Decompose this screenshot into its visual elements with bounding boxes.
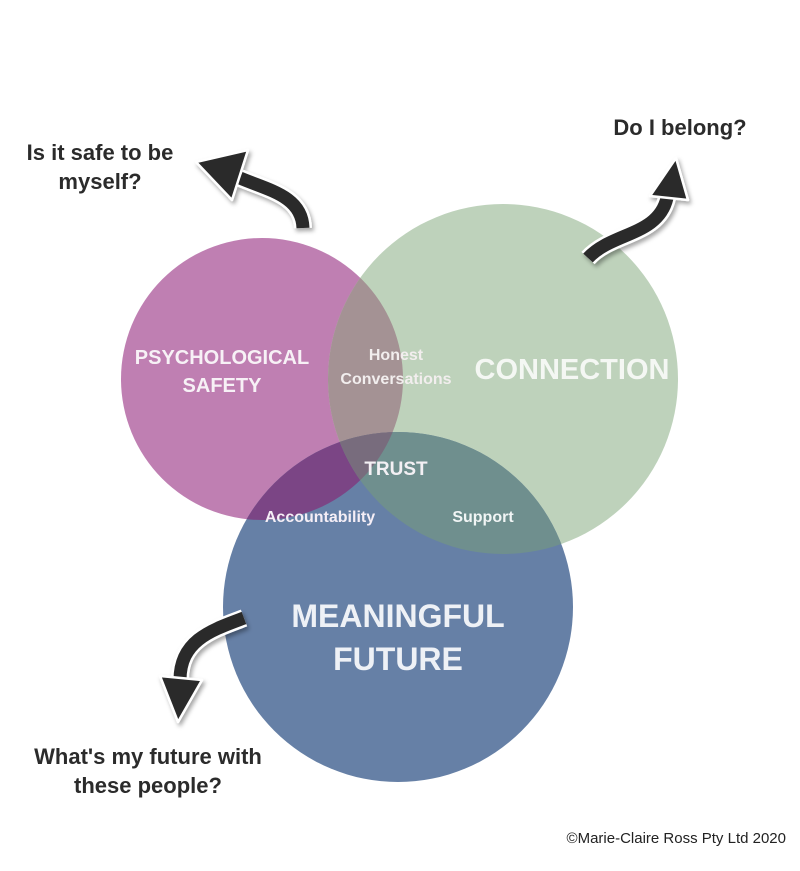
belong-question-line1: Do I belong? xyxy=(613,115,747,140)
trust-label: TRUST xyxy=(364,459,428,480)
future-question-line1: What's my future with xyxy=(34,744,262,769)
accountability-label: Accountability xyxy=(265,509,375,526)
future-question: What's my future with these people? xyxy=(20,742,276,800)
honest-conversations-label-line2: Conversations xyxy=(340,371,451,388)
safety-question-line1: Is it safe to be xyxy=(26,140,174,165)
support-label: Support xyxy=(452,509,514,526)
curved-arrow-icon xyxy=(158,609,248,724)
safety-question-line2: myself? xyxy=(58,169,142,194)
connection-label: CONNECTION xyxy=(475,354,670,386)
safety-question: Is it safe to be myself? xyxy=(20,138,180,196)
psychological-safety-label-line1: PSYCHOLOGICAL xyxy=(135,347,309,369)
future-question-line2: these people? xyxy=(74,773,222,798)
belong-question: Do I belong? xyxy=(605,113,755,142)
curved-arrow-icon xyxy=(581,156,690,265)
psychological-safety-label-line2: SAFETY xyxy=(183,375,263,397)
honest-conversations-label-line1: Honest xyxy=(369,347,424,364)
support-overlap xyxy=(328,432,573,554)
meaningful-future-label-line1: MEANINGFUL xyxy=(291,598,504,634)
meaningful-future-label-line2: FUTURE xyxy=(333,641,463,677)
copyright-notice: ©Marie-Claire Ross Pty Ltd 2020 xyxy=(566,830,786,847)
curved-arrow-icon xyxy=(194,148,312,230)
